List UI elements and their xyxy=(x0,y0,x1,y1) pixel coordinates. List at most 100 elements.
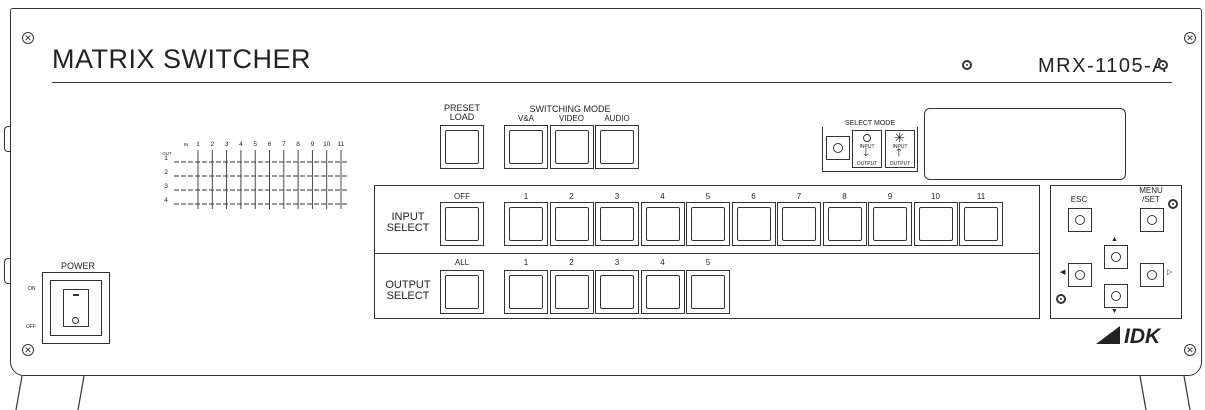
matrix-col-label-4: 4 xyxy=(239,141,243,148)
led-lit-icon: ✳ xyxy=(894,130,905,145)
input-button-6[interactable] xyxy=(731,202,776,246)
matrix-col-label-2: 2 xyxy=(210,141,214,148)
preset-load-button[interactable] xyxy=(440,125,484,169)
esc-label: ESC xyxy=(1070,195,1088,204)
crosspoint-matrix: INOUT123456789101112345 xyxy=(162,141,349,209)
output-all-button[interactable] xyxy=(440,270,484,314)
navigation-panel xyxy=(1050,185,1182,319)
input-button-9[interactable] xyxy=(868,202,912,246)
matrix-col-label-5: 5 xyxy=(253,141,257,148)
input-label-1: 1 xyxy=(523,192,529,201)
input-label-8: 8 xyxy=(842,192,847,201)
input-off-button[interactable] xyxy=(440,202,484,246)
arrow-left-small-icon: ◀ xyxy=(1060,269,1066,276)
output-label-3: 3 xyxy=(614,258,620,267)
input-label-2: 2 xyxy=(569,192,574,201)
output-button-2[interactable] xyxy=(549,270,594,314)
menu-set-label: MENU /SET xyxy=(1134,186,1168,204)
output-button-1[interactable] xyxy=(504,270,548,314)
arrow-down-small-icon: ▼ xyxy=(1111,308,1118,315)
matrix-row-label-2: 2 xyxy=(164,169,168,176)
right-button[interactable] xyxy=(1140,263,1164,287)
arrow-right-small-icon: ▷ xyxy=(1167,269,1173,276)
input-button-11[interactable] xyxy=(959,202,1003,246)
input-label-3: 3 xyxy=(614,192,620,201)
preset-label: PRESET LOAD xyxy=(432,104,492,122)
preset-label-line2: LOAD xyxy=(449,112,475,122)
power-on-label: ON xyxy=(28,286,36,292)
select-panel-divider xyxy=(374,253,1040,254)
menu-indicator-dot-icon xyxy=(1168,199,1178,209)
select-panel xyxy=(374,185,1040,319)
input-button-7[interactable] xyxy=(777,202,821,246)
switching-mode-button-1[interactable] xyxy=(504,125,548,169)
matrix-in-label: IN xyxy=(184,142,189,147)
matrix-col-label-10: 10 xyxy=(323,141,331,148)
power-rocker[interactable] xyxy=(63,289,89,327)
logo-text: IDK xyxy=(1124,325,1162,346)
switching-mode-label: SWITCHING MODE xyxy=(529,104,611,114)
header-rule xyxy=(52,82,1172,83)
power-label: POWER xyxy=(60,261,95,271)
nav-indicator-dot-icon xyxy=(1056,294,1066,304)
menu-set-button[interactable] xyxy=(1140,208,1164,232)
matrix-col-label-3: 3 xyxy=(225,141,229,148)
matrix-row-label-3: 3 xyxy=(164,183,168,190)
indicator-dot-icon xyxy=(962,60,972,70)
left-button[interactable] xyxy=(1068,263,1092,287)
right-foot-outer xyxy=(1183,375,1191,410)
matrix-col-label-11: 11 xyxy=(338,141,345,148)
input-button-5[interactable] xyxy=(686,202,730,246)
input-button-10[interactable] xyxy=(913,202,958,246)
output-button-3[interactable] xyxy=(595,270,639,314)
esc-button[interactable] xyxy=(1068,208,1092,232)
matrix-col-label-8: 8 xyxy=(296,141,300,148)
output-label-2: 2 xyxy=(569,258,574,267)
up-button[interactable] xyxy=(1104,245,1128,269)
led-circle-icon xyxy=(863,134,871,142)
output-label-4: 4 xyxy=(660,258,665,267)
idk-logo-icon: IDK xyxy=(1096,325,1162,346)
model-number: MRX-1105-A xyxy=(1038,55,1168,77)
input-button-1[interactable] xyxy=(504,202,548,246)
left-handle-lower xyxy=(4,258,12,284)
input-select-label: INPUT SELECT xyxy=(378,212,438,234)
input-label-4: 4 xyxy=(660,192,665,201)
power-on-mark-icon xyxy=(73,294,79,296)
left-foot-outer xyxy=(15,375,23,410)
menu-label-line1: MENU xyxy=(1139,186,1163,195)
matrix-col-label-7: 7 xyxy=(282,141,286,148)
matrix-col-label-6: 6 xyxy=(268,141,272,148)
output-select-label: OUTPUT SELECT xyxy=(376,280,440,302)
feet xyxy=(15,375,1191,410)
output-label-1: 1 xyxy=(523,258,529,267)
down-button[interactable] xyxy=(1104,284,1128,308)
switching-mode-button-2[interactable] xyxy=(549,125,594,169)
output-all-label: ALL xyxy=(454,258,470,267)
matrix-row-label-4: 4 xyxy=(164,197,168,204)
matrix-col-label-1: 1 xyxy=(196,141,200,148)
device-title: MATRIX SWITCHER xyxy=(52,44,311,74)
input-button-3[interactable] xyxy=(595,202,639,246)
switching-mode-button-3[interactable] xyxy=(595,125,639,169)
output-button-5[interactable] xyxy=(686,270,730,314)
select-mode-output-text: OUTPUT xyxy=(856,161,878,167)
input-label-6: 6 xyxy=(751,192,756,201)
switching-mode-label-3: AUDIO xyxy=(604,114,630,123)
power-switch-bezel xyxy=(42,272,110,344)
select-mode-input-indicator: ✳ INPUT 🡑 OUTPUT xyxy=(885,130,915,168)
switching-mode-label-2: VIDEO xyxy=(559,114,584,123)
left-handle-upper xyxy=(4,126,12,152)
input-button-4[interactable] xyxy=(640,202,685,246)
input-label-7: 7 xyxy=(796,192,802,201)
output-button-4[interactable] xyxy=(640,270,685,314)
input-button-8[interactable] xyxy=(822,202,867,246)
arrow-down-icon: 🡓 xyxy=(863,147,869,159)
select-mode-button[interactable] xyxy=(826,136,850,160)
matrix-row-label-1: 1 xyxy=(164,155,168,162)
input-label-9: 9 xyxy=(887,192,893,201)
arrow-up-small-icon: ▲ xyxy=(1111,236,1118,243)
input-button-2[interactable] xyxy=(549,202,594,246)
power-switch[interactable] xyxy=(50,280,102,336)
screw-top-left-icon: ✕ xyxy=(22,32,34,44)
